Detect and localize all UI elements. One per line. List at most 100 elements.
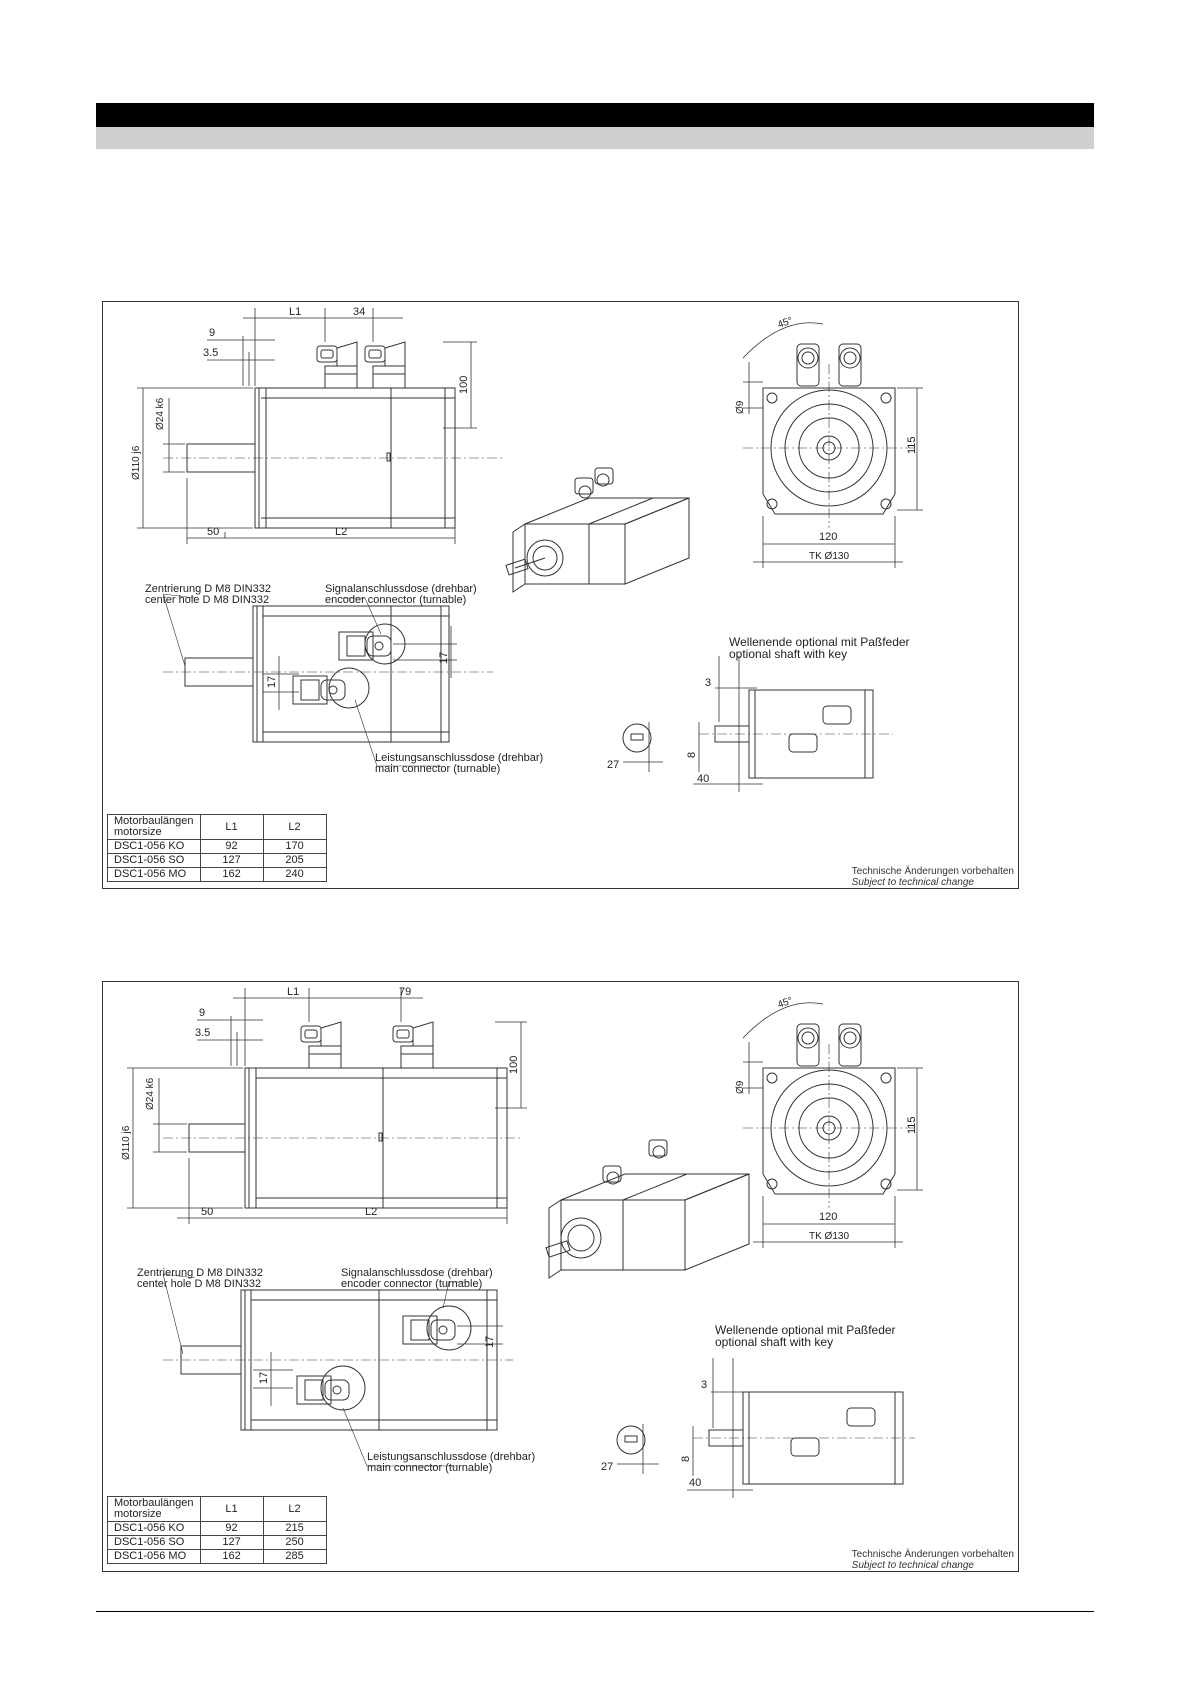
table-cell-name: DSC1-056 MO	[107, 867, 201, 882]
dim-115: 115	[906, 436, 918, 454]
technical-change-note: Technische Änderungen vorbehalten Subjec…	[852, 1549, 1014, 1571]
dim-key-27: 27	[607, 759, 619, 771]
table-cell-name: DSC1-056 MO	[107, 1549, 201, 1564]
table-cell-l1: 162	[199, 867, 264, 882]
dimension-drawing-2: L1 79 9 3.5 100 Ø24 k6 Ø110 j6 50 L2 45°…	[102, 981, 1019, 1572]
header-black-bar	[96, 103, 1094, 127]
dim-115: 115	[906, 1116, 918, 1134]
key-shaft-view	[616, 1391, 915, 1485]
dim-shaft-dia: Ø24 k6	[155, 397, 166, 430]
label-power-connector-en: main connector (turnable)	[375, 763, 500, 775]
top-view-dims	[263, 626, 457, 710]
dim-3-5: 3.5	[195, 1027, 210, 1039]
dim-bolt-circle: TK Ø130	[809, 1231, 849, 1242]
table-cell-name: DSC1-056 KO	[107, 1521, 201, 1536]
table-cell-l1: 162	[199, 1549, 264, 1564]
label-signal-connector-en: encoder connector (turnable)	[325, 594, 466, 606]
dim-100: 100	[508, 1056, 520, 1074]
dim-100: 100	[458, 376, 470, 394]
dimension-drawing-1: L1 34 9 3.5 100 Ø24 k6 Ø110 j6 50 L2 45°…	[102, 301, 1019, 889]
top-view	[163, 605, 493, 743]
side-view-dims	[137, 308, 477, 544]
top-view	[163, 1289, 513, 1431]
dim-flange-dia: Ø110 j6	[131, 445, 142, 480]
dim-l2: L2	[365, 1206, 377, 1218]
label-signal-connector-de: Signalanschlussdose (drehbar)	[325, 583, 477, 595]
dim-angle: 45°	[776, 315, 794, 331]
label-key-shaft-en: optional shaft with key	[729, 647, 847, 661]
header-grey-bar	[96, 127, 1094, 149]
dim-shaft-length: 50	[207, 526, 219, 538]
table-row: DSC1-056 SO 127 250	[107, 1535, 327, 1550]
dim-shaft-length: 50	[201, 1206, 213, 1218]
drawing-2-svg: L1 79 9 3.5 100 Ø24 k6 Ø110 j6 50 L2 45°…	[121, 986, 923, 1498]
table-cell-l1: 92	[199, 839, 264, 854]
table-cell-l1: 127	[199, 853, 264, 868]
dim-17-signal: 17	[484, 1336, 496, 1348]
table-col-l1: L1	[199, 814, 264, 840]
dim-17-signal: 17	[438, 652, 450, 664]
table-cell-l1: 127	[199, 1535, 264, 1550]
dim-key-40: 40	[689, 1477, 701, 1489]
technical-change-de: Technische Änderungen vorbehalten	[851, 1549, 1014, 1560]
label-power-connector-de: Leistungsanschlussdose (drehbar)	[367, 1451, 535, 1463]
top-view-dims	[253, 1308, 503, 1406]
front-view-dims	[742, 1002, 923, 1248]
key-shaft-dims	[617, 1358, 753, 1498]
label-key-shaft-de: Wellenende optional mit Paßfeder	[729, 635, 910, 649]
table-cell-l1: 92	[199, 1521, 264, 1536]
table-cell-l2: 205	[262, 853, 327, 868]
isometric-view	[505, 467, 690, 593]
side-view	[163, 341, 503, 529]
table-cell-name: DSC1-056 SO	[107, 1535, 201, 1550]
dim-angle: 45°	[776, 995, 794, 1011]
drawing-1-svg: L1 34 9 3.5 100 Ø24 k6 Ø110 j6 50 L2 45°…	[131, 306, 923, 792]
dim-hole: Ø9	[735, 1080, 746, 1094]
dim-l1: L1	[287, 986, 299, 998]
table-col-l1: L1	[199, 1496, 264, 1522]
front-view	[743, 343, 915, 528]
dim-key-3: 3	[705, 677, 711, 689]
table-col-l2: L2	[262, 814, 327, 840]
dim-key-27: 27	[601, 1461, 613, 1473]
label-power-connector-en: main connector (turnable)	[367, 1462, 492, 1474]
dim-bolt-circle: TK Ø130	[809, 551, 849, 562]
table-row: DSC1-056 MO 162 285	[107, 1549, 327, 1564]
technical-change-note: Technische Änderungen vorbehalten Subjec…	[852, 866, 1014, 888]
label-signal-connector-de: Signalanschlussdose (drehbar)	[341, 1267, 493, 1279]
key-shaft-view	[622, 689, 893, 779]
dim-l1: L1	[289, 306, 301, 318]
label-key-shaft-en: optional shaft with key	[715, 1335, 833, 1349]
dim-key-8: 8	[680, 1456, 692, 1462]
footer-rule	[96, 1611, 1094, 1612]
isometric-view	[545, 1139, 750, 1279]
dim-3-5: 3.5	[203, 347, 218, 359]
dim-key-40: 40	[697, 773, 709, 785]
table-row: DSC1-056 MO 162 240	[107, 867, 327, 882]
side-view-dims	[127, 988, 527, 1224]
side-view	[163, 1021, 523, 1209]
leaders	[162, 1273, 469, 1467]
dim-shaft-dia: Ø24 k6	[145, 1077, 156, 1110]
table-cell-l2: 285	[262, 1549, 327, 1564]
label-center-hole-en: center hole D M8 DIN332	[137, 1278, 261, 1290]
table-cell-name: DSC1-056 SO	[107, 853, 201, 868]
dim-120: 120	[819, 531, 837, 543]
table-row: DSC1-056 SO 127 205	[107, 853, 327, 868]
label-key-shaft-de: Wellenende optional mit Paßfeder	[715, 1323, 896, 1337]
dim-l2: L2	[335, 526, 347, 538]
table-cell-l2: 170	[262, 839, 327, 854]
key-shaft-dims	[623, 656, 763, 792]
table-cell-l2: 240	[262, 867, 327, 882]
table-cell-l2: 215	[262, 1521, 327, 1536]
dim-17-power: 17	[266, 676, 278, 688]
table-col-l2: L2	[262, 1496, 327, 1522]
dim-key-8: 8	[686, 752, 698, 758]
leaders	[162, 593, 441, 767]
table-row: DSC1-056 KO 92 215	[107, 1521, 327, 1536]
